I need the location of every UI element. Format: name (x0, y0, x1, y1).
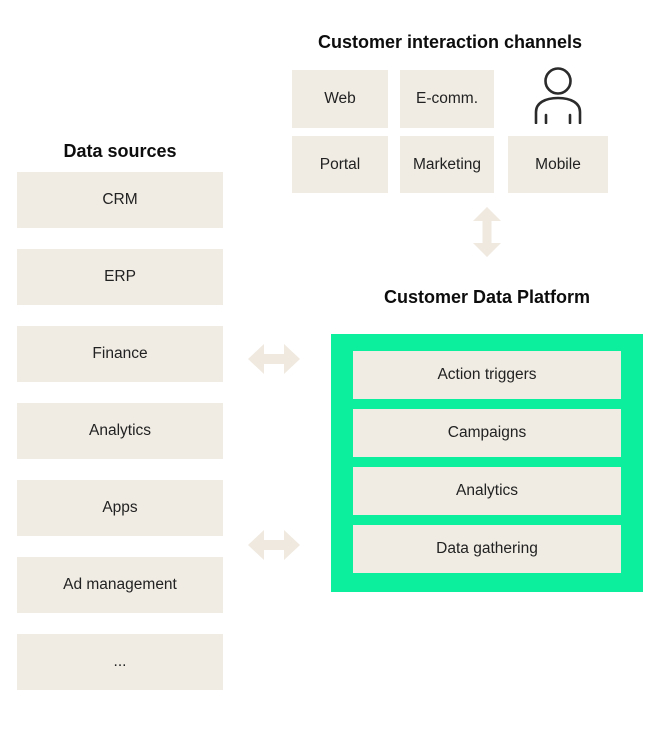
channels-section-title: Customer interaction channels (317, 32, 583, 52)
platform-box-data-gathering: Data gathering (353, 525, 621, 573)
platform-box-campaigns: Campaigns (353, 409, 621, 457)
vertical-double-arrow-icon (472, 207, 502, 257)
horizontal-double-arrow-icon (248, 529, 300, 561)
data-source-box-finance: Finance (17, 326, 223, 382)
channel-box-ecommerce: E-comm. (400, 70, 494, 128)
platform-container: Action triggers Campaigns Analytics Data… (331, 334, 643, 592)
channel-box-mobile: Mobile (508, 136, 608, 193)
person-icon (508, 63, 608, 127)
data-source-box-erp: ERP (17, 249, 223, 305)
channel-box-web: Web (292, 70, 388, 128)
horizontal-double-arrow-icon (248, 343, 300, 375)
data-source-box-apps: Apps (17, 480, 223, 536)
platform-box-analytics: Analytics (353, 467, 621, 515)
platform-box-action-triggers: Action triggers (353, 351, 621, 399)
data-source-box-crm: CRM (17, 172, 223, 228)
platform-section-title: Customer Data Platform (383, 287, 591, 307)
data-sources-section-title: Data sources (63, 141, 177, 161)
data-source-box-ad-management: Ad management (17, 557, 223, 613)
data-source-box-analytics: Analytics (17, 403, 223, 459)
channel-box-portal: Portal (292, 136, 388, 193)
data-source-box-more: ... (17, 634, 223, 690)
channel-box-marketing: Marketing (400, 136, 494, 193)
